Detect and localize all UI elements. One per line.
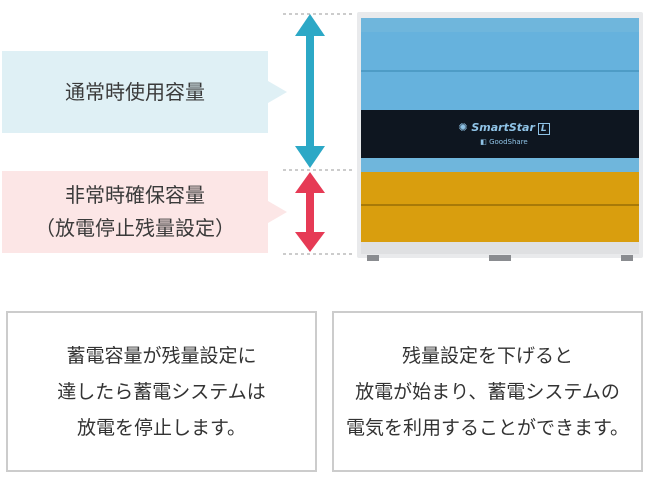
- usable-module-2: [361, 72, 639, 110]
- info-stop-line-2: 達したら蓄電システムは: [57, 380, 266, 403]
- reserve-capacity-label: 非常時確保容量 （放電停止残量設定）: [2, 171, 287, 253]
- usable-capacity-text: 通常時使用容量: [65, 79, 205, 104]
- info-resume-line-1: 残量設定を下げると: [401, 344, 573, 367]
- battery-base: [361, 242, 639, 254]
- sub-brand-name: GoodShare: [489, 138, 528, 146]
- reserve-capacity-subtext: （放電停止残量設定）: [35, 216, 235, 240]
- battery-foot-center: [489, 255, 511, 261]
- info-resume-line-2: 放電が始まり、蓄電システムの: [355, 380, 620, 403]
- brand-name: SmartStar: [471, 121, 535, 134]
- battery-foot-right: [621, 255, 633, 261]
- usable-module-1: [361, 32, 639, 72]
- info-box-stop: 蓄電容量が残量設定に 達したら蓄電システムは 放電を停止します。: [6, 311, 317, 472]
- usable-label-pointer: [268, 81, 287, 103]
- sub-brand-icon: ◧: [480, 138, 490, 146]
- battery-top-band: [361, 18, 639, 32]
- info-stop-line-3: 放電を停止します。: [76, 416, 247, 439]
- reserve-capacity-text: 非常時確保容量: [65, 183, 205, 207]
- brand-logo-mark-icon: ✺: [458, 121, 472, 134]
- reserve-capacity-arrow: [295, 172, 325, 252]
- capacity-arrows: [283, 13, 355, 255]
- usable-module-3: [361, 158, 639, 172]
- battery-foot-left: [367, 255, 379, 261]
- info-box-resume: 残量設定を下げると 放電が始まり、蓄電システムの 電気を利用することができます。: [332, 311, 643, 472]
- usable-capacity-label: 通常時使用容量: [2, 51, 287, 133]
- brand-logo-tag-icon: L: [537, 123, 550, 135]
- reserve-module-2: [361, 206, 639, 242]
- reserve-label-pointer: [268, 201, 287, 223]
- sub-brand-logo: ◧ GoodShare: [365, 138, 643, 146]
- usable-capacity-arrow: [295, 14, 325, 168]
- reserve-module-1: [361, 172, 639, 206]
- info-stop-line-1: 蓄電容量が残量設定に: [66, 344, 257, 367]
- info-resume-line-3: 電気を利用することができます。: [345, 416, 630, 439]
